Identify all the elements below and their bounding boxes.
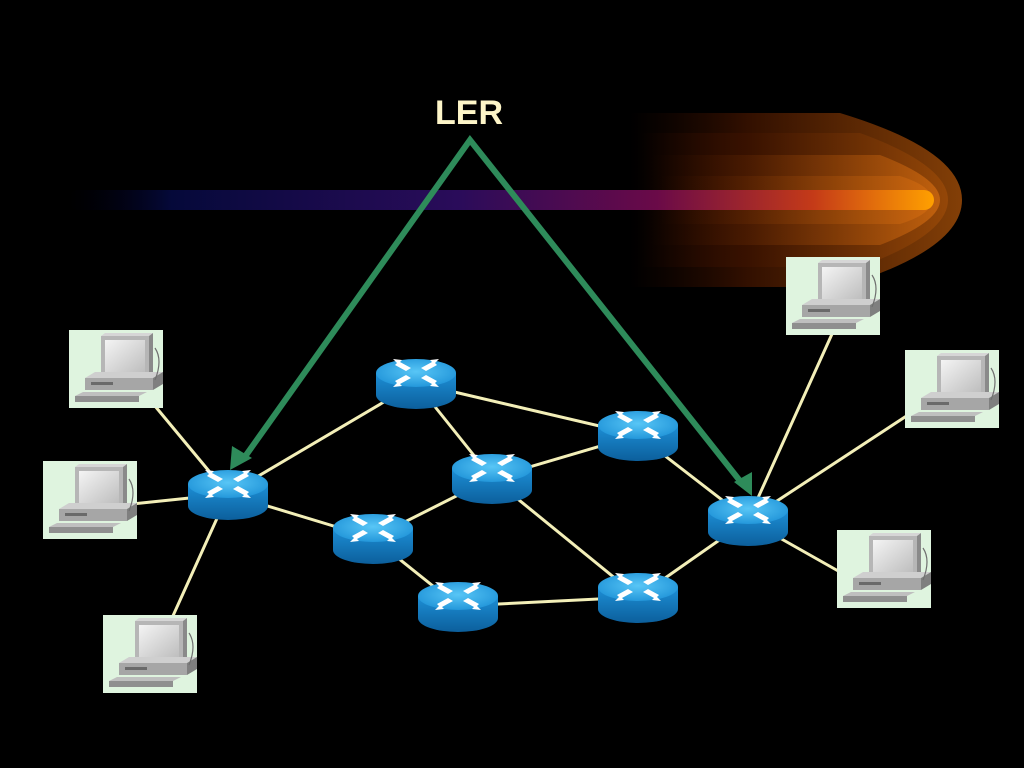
router-core-bottom[interactable] [418, 582, 498, 632]
computer-host-right-bottom[interactable] [836, 529, 932, 609]
router-edge-left[interactable] [188, 470, 268, 520]
computer-host-left-top[interactable] [68, 329, 164, 409]
router-core-mid-left[interactable] [333, 514, 413, 564]
router-core-right-bottom[interactable] [598, 573, 678, 623]
computer-host-right-mid[interactable] [904, 349, 1000, 429]
ler-arrowhead-left [230, 446, 252, 470]
computer-host-right-top[interactable] [785, 256, 881, 336]
router-core-top[interactable] [376, 359, 456, 409]
ler-label: LER [435, 94, 503, 132]
router-core-center[interactable] [452, 454, 532, 504]
link-host-right-top-edge-right [746, 333, 834, 521]
packet-trail [68, 113, 962, 287]
computer-host-left-mid[interactable] [42, 460, 138, 540]
router-edge-right[interactable] [708, 496, 788, 546]
computer-host-left-bottom[interactable] [102, 614, 198, 694]
router-core-right-top[interactable] [598, 411, 678, 461]
ler-arrows [230, 135, 752, 496]
ler-arrowhead-right [734, 472, 752, 496]
